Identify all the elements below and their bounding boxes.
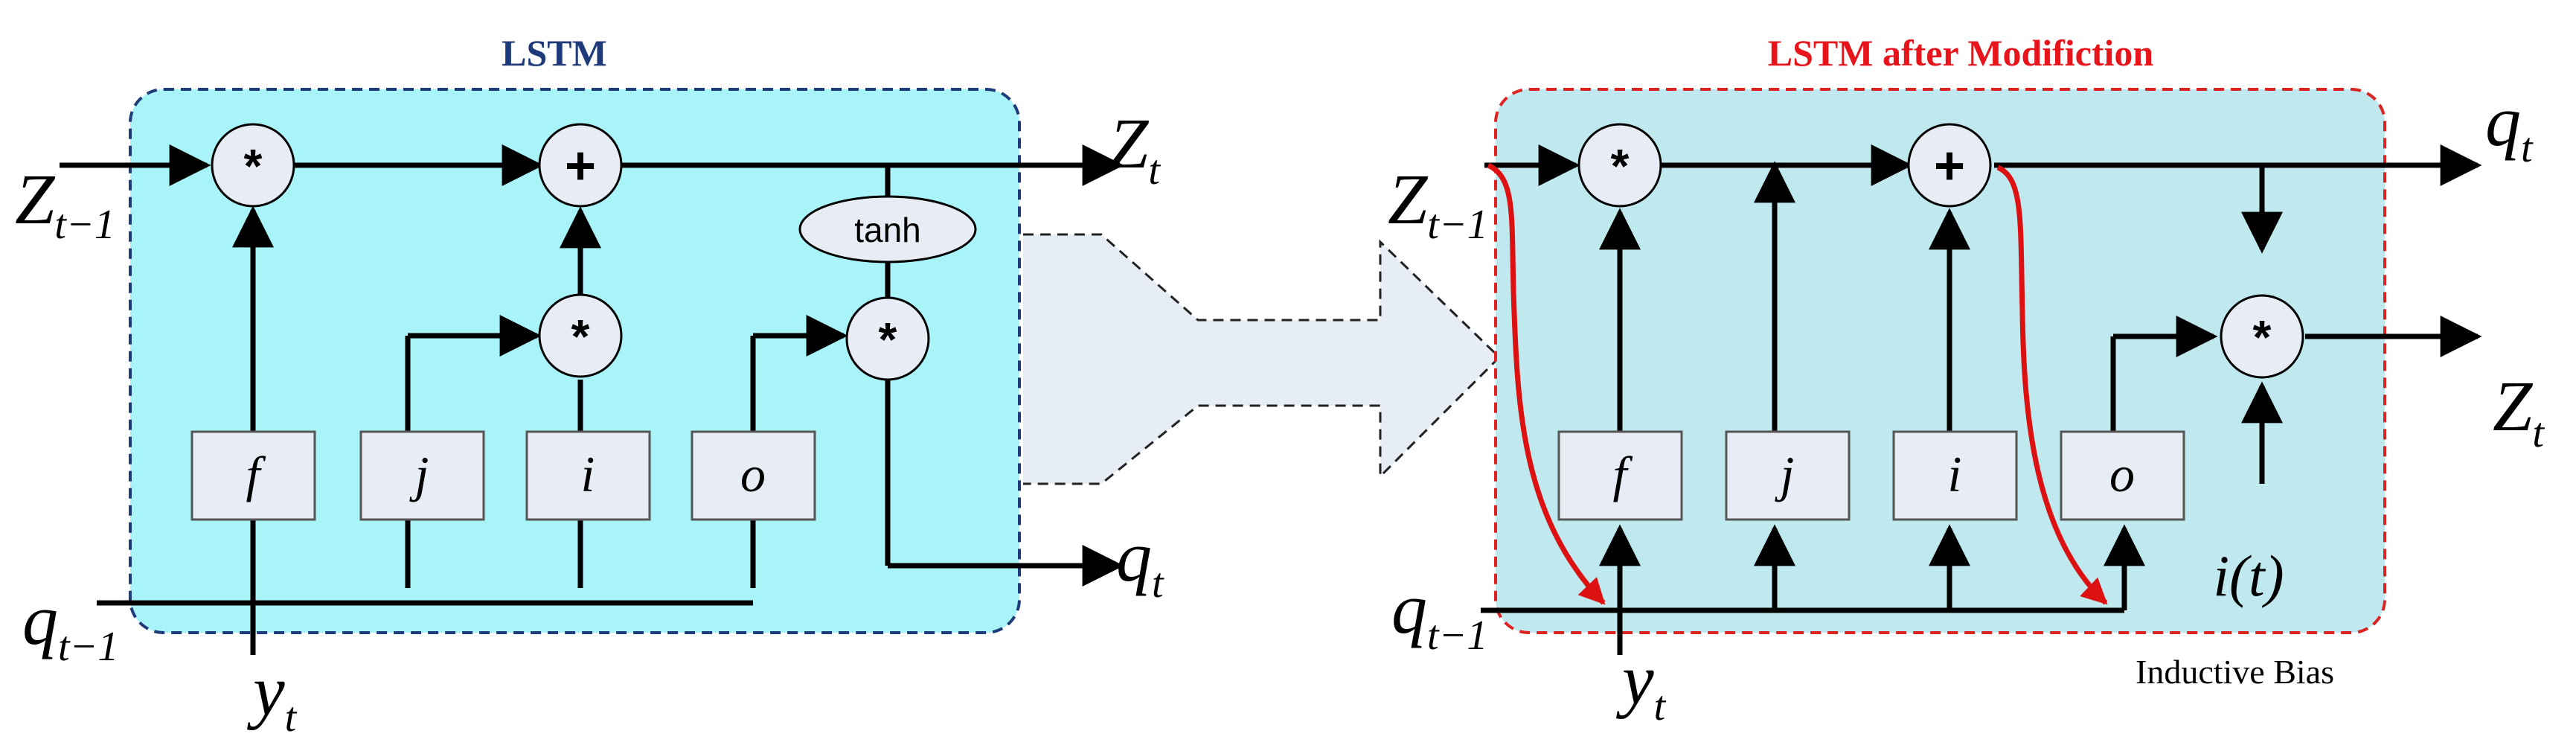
- bias-path-add-to-o: [1996, 164, 2108, 605]
- left-title: LSTM: [502, 32, 607, 74]
- left-add-node: [538, 123, 623, 208]
- left-gates: f j i o: [190, 430, 816, 521]
- right-forget-mul-symbol: *: [1611, 139, 1630, 193]
- transformation-arrow: [1023, 233, 1502, 485]
- left-gate-o-label: o: [740, 446, 766, 502]
- right-z-prev-label: Zt−1: [1388, 159, 1488, 248]
- left-gate-o-box: [691, 430, 816, 521]
- right-forget-mul-node: [1577, 123, 1662, 208]
- left-y-label: yt: [246, 651, 298, 741]
- left-gate-i-box: [525, 430, 651, 521]
- right-gate-f-box: [1557, 430, 1683, 521]
- right-lstm-panel: LSTM after Modifiction *: [1388, 32, 2545, 729]
- left-z-out-label: Zt: [1109, 103, 1161, 194]
- left-q-prev-label: qt−1: [22, 580, 118, 670]
- left-output-mul-node: [845, 296, 930, 381]
- right-gate-o-label: o: [2109, 446, 2135, 502]
- left-input-mul-symbol: *: [571, 310, 590, 363]
- left-add-symbol: +: [565, 136, 596, 196]
- left-lstm-panel: LSTM * + * *: [15, 32, 1164, 741]
- left-tanh-node: [798, 195, 977, 263]
- inductive-bias-label: Inductive Bias: [2136, 653, 2334, 691]
- right-add-node: [1907, 123, 1992, 208]
- left-gate-i-label: i: [581, 446, 595, 502]
- right-output-mul-symbol: *: [2253, 310, 2272, 364]
- bias-path-z-to-q: [1487, 162, 1606, 605]
- left-gate-j-box: [359, 430, 485, 521]
- left-q-out-label: qt: [1116, 517, 1164, 607]
- right-gate-i-box: [1892, 430, 2018, 521]
- right-it-label: i(t): [2213, 543, 2284, 608]
- right-gates: f j i o: [1557, 430, 2185, 521]
- right-add-symbol: +: [1934, 136, 1965, 196]
- left-tanh-label: tanh: [854, 211, 921, 249]
- left-z-prev-label: Zt−1: [15, 159, 115, 248]
- right-output-mul-node: [2220, 294, 2304, 379]
- right-gate-i-label: i: [1948, 446, 1962, 502]
- right-gate-o-box: [2060, 430, 2185, 521]
- right-q-out-label: qt: [2485, 81, 2534, 171]
- left-output-mul-symbol: *: [879, 313, 897, 366]
- left-input-mul-node: [538, 293, 623, 378]
- right-q-prev-label: qt−1: [1391, 569, 1487, 659]
- left-gate-f-box: [190, 430, 316, 521]
- left-forget-mul-symbol: *: [244, 139, 263, 193]
- right-gate-j-box: [1725, 430, 1851, 521]
- right-y-label: yt: [1615, 639, 1667, 729]
- right-z-out-label: Zt: [2493, 366, 2545, 456]
- right-title: LSTM after Modifiction: [1768, 32, 2154, 74]
- left-forget-mul-node: [211, 123, 295, 208]
